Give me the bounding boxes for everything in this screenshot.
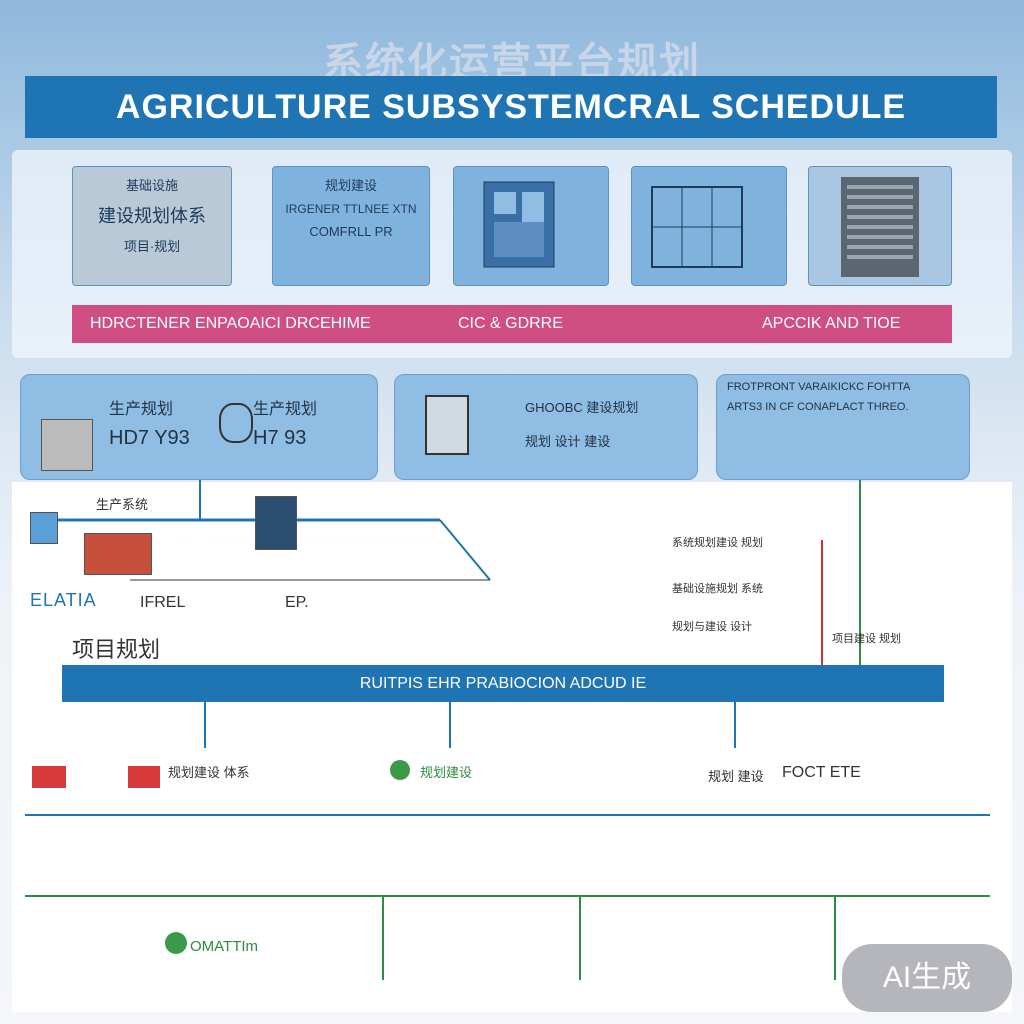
blueprint-icon	[483, 181, 555, 268]
right-note-3: 规划与建设 设计	[672, 621, 753, 633]
right-note-4: 项目建设 规划	[832, 633, 902, 645]
mid-card-1-sub-code: H7 93	[253, 427, 307, 449]
right-note-1: 系统规划建设 规划	[672, 537, 764, 549]
diagram-lower-label: 项目规划	[72, 637, 161, 662]
bottom-item-3: 规划 建设	[708, 769, 764, 784]
card-5	[808, 166, 952, 286]
bottom-item-1: 规划建设 体系	[168, 765, 250, 780]
card-3	[453, 166, 609, 286]
bottom-item-2: 规划建设	[420, 765, 473, 780]
footer-leaf-icon	[165, 932, 187, 954]
mid-card-3-title: FROTPRONT VARAIKICKC FOHTTA	[727, 381, 911, 393]
mid-card-3: FROTPRONT VARAIKICKC FOHTTA ARTS3 IN CF …	[716, 374, 970, 480]
leaf-icon	[390, 760, 410, 780]
title-banner: AGRICULTURE SUBSYSTEMCRAL SCHEDULE	[25, 76, 997, 138]
structure-icon	[651, 186, 743, 268]
card-1: 基础设施 建设规划体系 项目·规划	[72, 166, 232, 286]
pot-icon	[219, 403, 253, 443]
ai-generated-badge: AI生成	[842, 944, 1012, 1012]
card-1-line-2: 建设规划体系	[98, 206, 206, 226]
mid-card-2-title: GHOOBC 建设规划	[525, 400, 639, 415]
bottom-item-4: FOCT ETE	[782, 764, 861, 781]
category-bar: HDRCTENER ENPAOAICI DRCEHIME CIC & GDRRE…	[72, 305, 952, 343]
device-icon	[30, 512, 58, 544]
mid-card-3-code: ARTS3 IN CF CONAPLACT THREO.	[727, 401, 909, 413]
card-2-line-3: COMFRLL PR	[309, 224, 393, 239]
mid-card-2: GHOOBC 建设规划 规划 设计 建设	[394, 374, 698, 480]
category-right: APCCIK AND TIOE	[762, 315, 901, 332]
process-bar: RUITPIS EHR PRABIOCION ADCUD IE	[62, 665, 944, 702]
cabinet-icon	[425, 395, 469, 455]
mid-card-1: 生产规划 HD7 Y93 生产规划 H7 93	[20, 374, 378, 480]
elatia-code: IFREL	[140, 594, 186, 611]
mid-card-1-code: HD7 Y93	[109, 427, 190, 449]
card-1-line-1: 基础设施	[125, 178, 178, 193]
tank-icon	[255, 496, 297, 550]
red-sign-icon	[128, 766, 160, 788]
category-center: CIC & GDRRE	[458, 315, 563, 332]
mid-card-2-code: 规划 设计 建设	[525, 434, 611, 449]
card-2-line-2: IRGENER TTLNEE XTN	[285, 202, 417, 216]
elatia-label: ELATIA	[30, 590, 97, 610]
red-tag-icon	[32, 766, 66, 788]
diagram-left-label: 生产系统	[96, 497, 149, 512]
elatia-code-2: EP.	[285, 594, 309, 611]
mid-card-1-title: 生产规划	[109, 401, 174, 418]
card-2: 规划建设 IRGENER TTLNEE XTN COMFRLL PR	[272, 166, 430, 286]
mid-card-1-sub-title: 生产规划	[253, 401, 318, 418]
card-1-line-3: 项目·规划	[123, 239, 181, 254]
lower-diagram-area	[12, 482, 1012, 1012]
building-icon	[841, 177, 919, 277]
equipment-icon	[84, 533, 152, 575]
category-left: HDRCTENER ENPAOAICI DRCEHIME	[90, 315, 371, 332]
right-note-2: 基础设施规划 系统	[672, 583, 764, 595]
card-4	[631, 166, 787, 286]
footer-item: OMATTIm	[190, 938, 259, 955]
machine-icon	[41, 419, 93, 471]
card-2-line-1: 规划建设	[324, 178, 377, 193]
